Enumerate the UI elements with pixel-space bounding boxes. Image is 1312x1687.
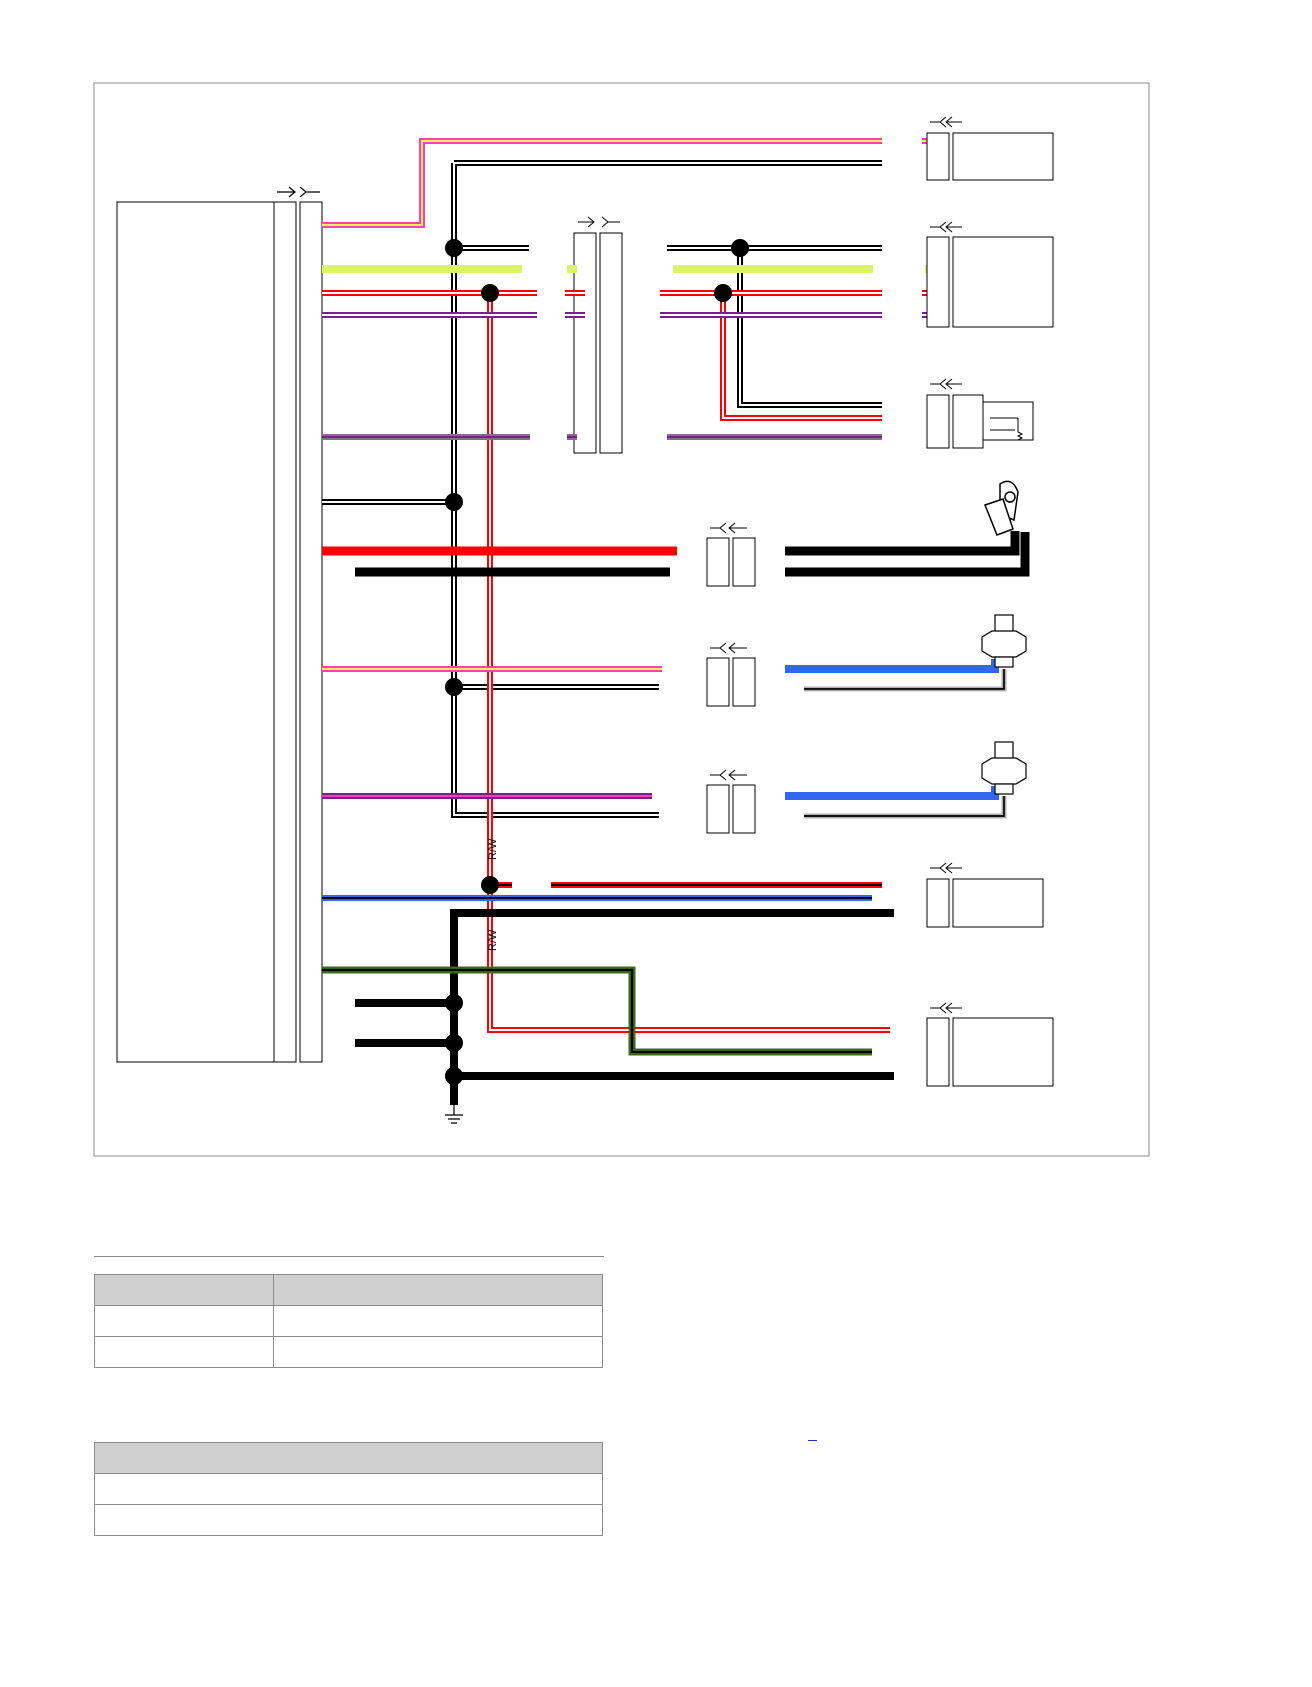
- table-cell: [94, 1305, 274, 1337]
- wire-gray-sender-1-stripe: [804, 669, 1005, 690]
- table-cell: [94, 1473, 603, 1505]
- table-2-header-cell: [94, 1442, 603, 1474]
- splice-dot: [481, 876, 499, 894]
- link-mark[interactable]: [808, 1440, 817, 1441]
- component-2: [926, 221, 1054, 328]
- rw-label-upper: R/W: [487, 838, 499, 860]
- module-connector-arrow-icon: [277, 186, 320, 198]
- table-row: [94, 1504, 603, 1536]
- diagram-frame: [93, 82, 1150, 1157]
- inline-connector-c: [706, 769, 756, 834]
- table-1: [94, 1274, 603, 1368]
- wire-black-white-sensor-stripe: [739, 248, 882, 406]
- table-1-header-cell: [94, 1274, 274, 1306]
- table-cell: [94, 1504, 603, 1536]
- splice-dot: [731, 239, 749, 257]
- wire-black-crank: [785, 531, 1020, 556]
- inline-connector-b: [706, 642, 756, 707]
- ground-icon: [445, 1105, 463, 1124]
- wire-red-white-sensor-stripe: [722, 293, 882, 419]
- table-row: [94, 1473, 603, 1505]
- wire-harness: [322, 138, 1030, 1105]
- wire-black-white-bus: [451, 160, 882, 818]
- table-1-header-cell: [273, 1274, 603, 1306]
- splice-dot: [445, 994, 463, 1012]
- component-7: [926, 862, 1044, 928]
- component-1: [926, 116, 1054, 181]
- pressure-sender-1: [981, 614, 1027, 668]
- table-row: [94, 1336, 603, 1368]
- splice-dot: [445, 493, 463, 511]
- sensor-3: [926, 378, 1034, 449]
- wire-pink-yellow-stripe: [322, 140, 928, 226]
- wire-green-stripe: [322, 968, 872, 1054]
- wire-gray-sender-2-stripe: [804, 796, 1005, 817]
- wire-blue-sender-2: [785, 786, 999, 800]
- splice-dot: [445, 678, 463, 696]
- splice-dot: [481, 284, 499, 302]
- wire-red-white-vertical-stripe: [489, 293, 890, 1031]
- table-cell: [273, 1336, 603, 1368]
- wire-black-crank-2: [785, 532, 1030, 577]
- wire-pink-yellow: [322, 138, 928, 228]
- wire-red-white-sensor: [720, 293, 882, 421]
- rw-label-lower: R/W: [487, 929, 499, 951]
- wire-black-grounds: [355, 999, 894, 1080]
- splice-points: [445, 239, 749, 1085]
- splice-dot: [445, 239, 463, 257]
- wire-black-white-bus-stripe: [453, 162, 882, 816]
- table-2: [94, 1442, 603, 1536]
- splice-dot: [445, 1067, 463, 1085]
- splice-dot: [714, 284, 732, 302]
- crank-sensor: [984, 480, 1019, 536]
- table-cell: [94, 1336, 274, 1368]
- pressure-sender-2: [981, 741, 1027, 795]
- inline-connector-a: [706, 522, 756, 587]
- component-8: [926, 1002, 1054, 1087]
- table-rule: [94, 1256, 604, 1257]
- inline-connector-center: [573, 216, 623, 454]
- wire-blue-sender-1: [785, 659, 999, 673]
- table-row: [94, 1305, 603, 1337]
- table-cell: [273, 1305, 603, 1337]
- splice-dot: [445, 1034, 463, 1052]
- control-module: [116, 201, 323, 1063]
